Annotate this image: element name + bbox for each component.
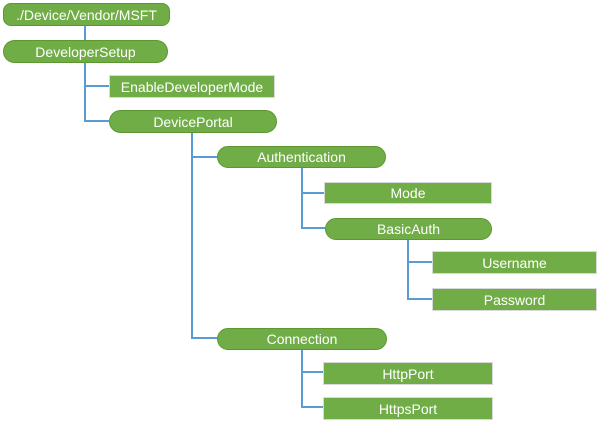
node-username: Username <box>432 251 597 274</box>
connector-branch-authentication <box>191 156 217 158</box>
connector-branch-username <box>407 261 432 263</box>
connector-branch-httpsport <box>301 406 323 408</box>
node-httpport: HttpPort <box>323 362 493 385</box>
connector-authentication-trunk <box>301 168 303 229</box>
connector-root-developersetup <box>84 26 86 40</box>
connector-branch-password <box>407 298 432 300</box>
node-httpsport: HttpsPort <box>323 397 493 420</box>
connector-deviceportal-trunk <box>191 133 193 339</box>
connector-branch-enabledevelopermode <box>84 85 109 87</box>
node-deviceportal: DevicePortal <box>109 110 277 133</box>
node-enabledevelopermode: EnableDeveloperMode <box>109 75 275 98</box>
node-mode: Mode <box>324 182 492 204</box>
connector-branch-httpport <box>301 371 323 373</box>
node-basicauth: BasicAuth <box>325 218 492 240</box>
connector-connection-trunk <box>301 350 303 408</box>
connector-branch-mode <box>301 192 324 194</box>
node-password: Password <box>432 288 597 311</box>
connector-branch-basicauth <box>301 227 325 229</box>
node-connection: Connection <box>217 328 387 350</box>
connector-branch-deviceportal <box>84 120 109 122</box>
connector-branch-connection <box>191 337 217 339</box>
node-authentication: Authentication <box>217 146 386 168</box>
connector-basicauth-trunk <box>407 240 409 300</box>
connector-developersetup-trunk <box>84 63 86 122</box>
node-developersetup: DeveloperSetup <box>3 40 168 63</box>
node-device-vendor-msft: ./Device/Vendor/MSFT <box>3 3 170 26</box>
